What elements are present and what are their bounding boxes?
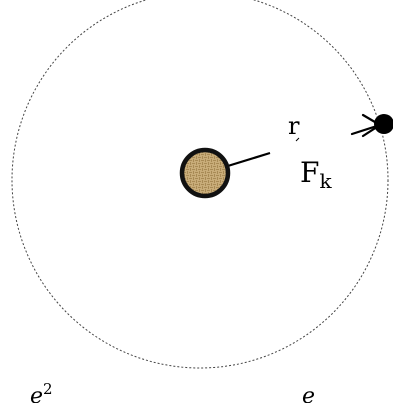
force-label-main: F	[300, 156, 319, 189]
radius-label: r	[288, 112, 300, 140]
electron	[374, 114, 393, 134]
r-tick-mark	[295, 137, 300, 142]
force-label-subscript: k	[319, 169, 332, 193]
bottom-formula-right: e	[302, 384, 315, 403]
bottom-formula-left: e2	[30, 380, 53, 403]
nucleus	[179, 147, 231, 199]
bottom-formula-left-base: e	[30, 384, 43, 403]
force-label: Fk	[300, 156, 332, 193]
orbit-circle	[11, 0, 389, 369]
bottom-formula-left-exponent: 2	[43, 380, 53, 398]
